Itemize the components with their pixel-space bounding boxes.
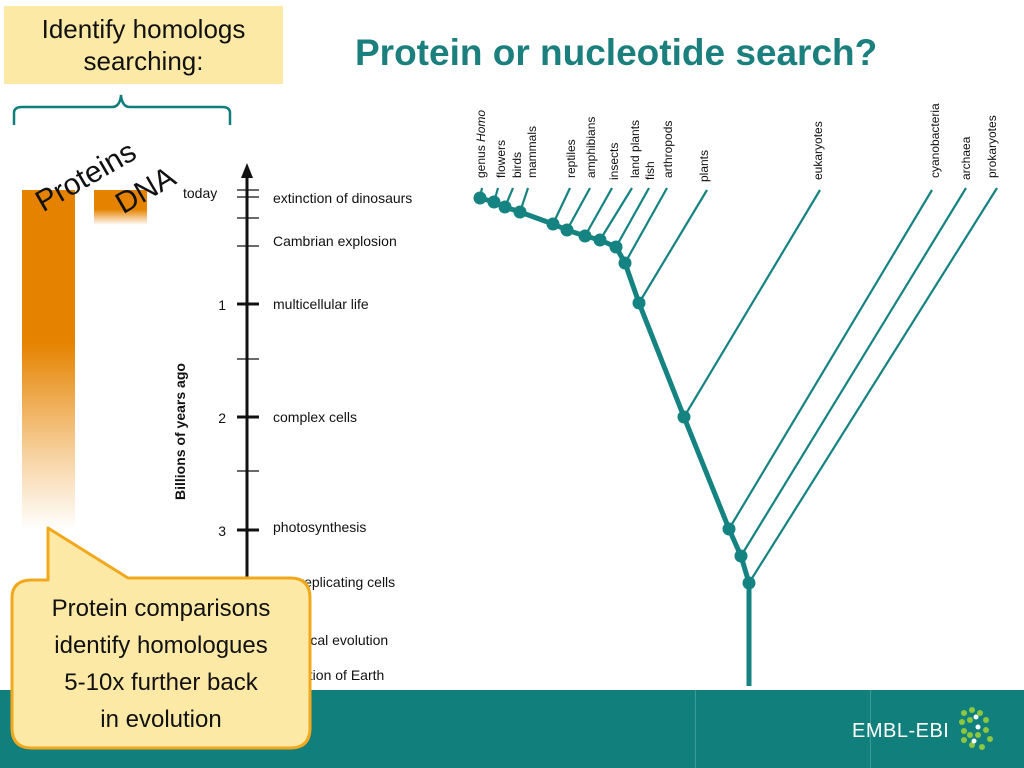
taxon-genus-homo: genus Homo xyxy=(474,109,488,178)
tree-node xyxy=(632,296,646,310)
tree-branch xyxy=(584,187,613,237)
tree-node xyxy=(498,200,512,214)
protein-range-bar xyxy=(22,190,75,530)
brace-shape xyxy=(12,94,232,125)
timeline-arrowhead xyxy=(241,163,253,178)
taxon-land-plants: land plants xyxy=(628,119,642,178)
tick-label-3: 3 xyxy=(218,523,226,539)
taxon-amphibians: amphibians xyxy=(584,116,598,178)
callout-line-3: 5-10x further back xyxy=(64,669,258,696)
taxon-archaea: archaea xyxy=(959,136,973,180)
event-extinction: extinction of dinosaurs xyxy=(273,190,413,206)
dna-range-bar xyxy=(94,190,147,225)
homolog-box-line-1: Identify homologs xyxy=(41,14,246,44)
tree-branch xyxy=(566,187,591,231)
tree-branch xyxy=(638,189,708,304)
tree-nodes xyxy=(473,191,756,590)
tree-trunk-path xyxy=(479,195,752,686)
event-multicellular: multicellular life xyxy=(273,296,369,312)
event-cambrian: Cambrian explosion xyxy=(273,233,397,249)
tree-branch xyxy=(748,187,998,584)
tree-node xyxy=(578,229,592,243)
today-label: today xyxy=(183,185,218,201)
callout-line-2: identify homologues xyxy=(54,632,268,659)
taxon-cyanobacteria: cyanobacteria xyxy=(928,103,942,178)
tree-node xyxy=(487,195,501,209)
tree-node xyxy=(560,223,574,237)
taxon-birds: birds xyxy=(510,151,524,178)
tree-node xyxy=(742,576,756,590)
tree-trunk xyxy=(479,195,752,686)
taxon-insects: insects xyxy=(607,142,621,180)
footer-divider xyxy=(695,690,696,768)
homolog-search-box: Identify homologs searching: xyxy=(4,6,283,84)
tree-node xyxy=(722,522,736,536)
tree-branch xyxy=(624,187,668,264)
tree-node xyxy=(618,256,632,270)
tree-branch xyxy=(599,187,633,241)
tree-node xyxy=(609,240,623,254)
event-photosynthesis: photosynthesis xyxy=(273,519,367,535)
taxon-mammals: mammals xyxy=(525,125,539,178)
embl-ebi-logo-text: EMBL-EBI xyxy=(852,720,950,742)
event-complex-cells: complex cells xyxy=(273,409,358,425)
page-title: Protein or nucleotide search? xyxy=(355,32,878,73)
axis-label: Billions of years ago xyxy=(172,363,188,500)
taxon-reptiles: reptiles xyxy=(564,139,578,178)
homolog-box-line-2: searching: xyxy=(83,46,204,76)
tree-node xyxy=(734,549,748,563)
tree-branches xyxy=(478,187,998,584)
tree-branch xyxy=(615,187,650,248)
taxon-fish: fish xyxy=(643,161,657,180)
callout-bubble xyxy=(10,526,312,750)
taxon-flowers: flowers xyxy=(494,139,508,178)
tick-label-2: 2 xyxy=(218,410,226,426)
tree-node xyxy=(513,205,527,219)
tree-node xyxy=(473,191,487,205)
taxon-arthropods: arthropods xyxy=(661,120,675,178)
tree-node xyxy=(546,217,560,231)
taxon-eukaryotes: eukaryotes xyxy=(811,121,825,180)
taxon-plants: plants xyxy=(697,149,711,182)
tree-node xyxy=(593,233,607,247)
taxon-prokaryotes: prokaryotes xyxy=(985,115,999,178)
tick-label-1: 1 xyxy=(218,297,226,313)
tree-node xyxy=(677,410,691,424)
embl-ebi-logo-icon xyxy=(959,707,993,750)
callout-line-4: in evolution xyxy=(100,706,222,733)
callout-line-1: Protein comparisons xyxy=(51,595,271,622)
footer-divider xyxy=(870,690,871,768)
tree-branch xyxy=(728,189,933,530)
tree-branch xyxy=(740,187,967,557)
tree-branch xyxy=(683,189,821,418)
tree-branch xyxy=(552,187,571,225)
callout-text: Protein comparisons identify homologues … xyxy=(14,590,308,738)
